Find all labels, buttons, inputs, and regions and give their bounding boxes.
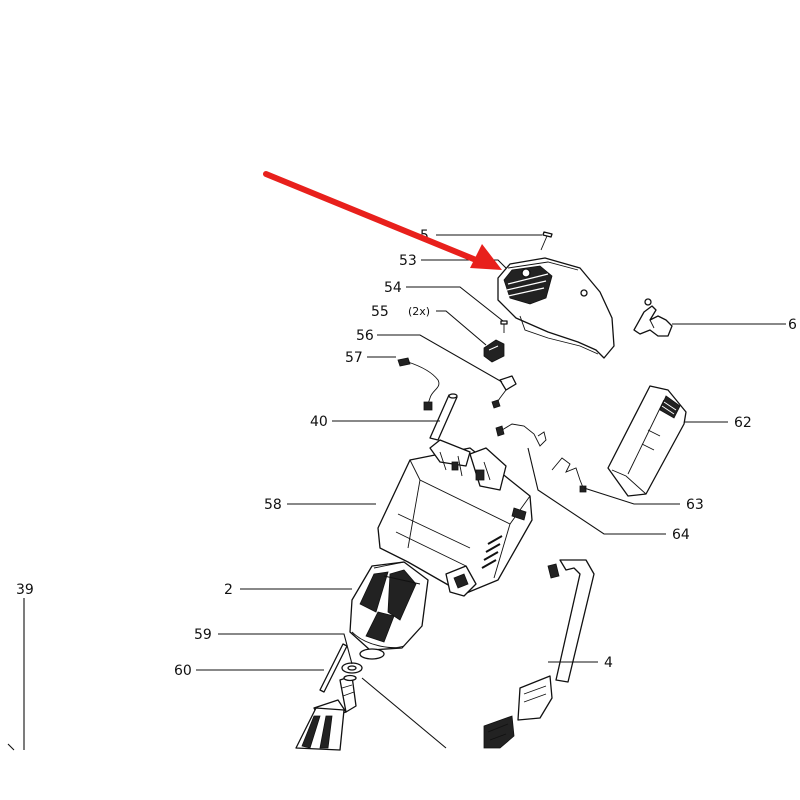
part-58-motor-housing <box>377 439 533 597</box>
part-62-battery-pack <box>607 385 687 497</box>
housing-top-components <box>429 439 507 491</box>
part-56-connector <box>491 375 517 409</box>
callout-4: 4 <box>604 655 613 671</box>
battery-terminal-ribs <box>659 395 681 419</box>
part-57-wire-harness <box>397 357 440 411</box>
part-53-top-cover <box>497 257 615 359</box>
part-5-screw <box>540 231 553 251</box>
callout-58: 58 <box>264 497 282 513</box>
part-4-cable <box>483 559 595 749</box>
callout-60: 60 <box>174 663 192 679</box>
callout-55-quantity: (2x) <box>408 305 430 318</box>
part-59-washer <box>341 662 363 674</box>
callout-59: 59 <box>194 627 212 643</box>
housing-vents <box>481 507 527 569</box>
callout-2: 2 <box>224 582 233 598</box>
part-40-pin <box>429 393 458 441</box>
callout-53: 53 <box>399 253 417 269</box>
callout-64: 64 <box>672 527 690 543</box>
callout-63: 63 <box>686 497 704 513</box>
part-2-motor <box>349 561 429 660</box>
highlight-arrow-head <box>470 244 502 270</box>
part-54-screw <box>500 320 508 333</box>
housing-bottom-boss <box>445 565 477 597</box>
cover-vent-grille <box>503 265 553 305</box>
callout-57: 57 <box>345 350 363 366</box>
callout-54: 54 <box>384 280 402 296</box>
part-55-clip <box>483 339 505 363</box>
highlight-arrow <box>263 171 502 270</box>
part-6-switch-trigger <box>633 298 673 337</box>
callout-6: 6 <box>788 317 797 333</box>
callout-40: 40 <box>310 414 328 430</box>
leader-lines <box>7 234 786 751</box>
spindle-assembly <box>295 674 357 751</box>
callout-56: 56 <box>356 328 374 344</box>
highlight-arrow-shaft <box>263 171 479 263</box>
callout-55: 55 <box>371 304 389 320</box>
callout-62: 62 <box>734 415 752 431</box>
part-63-spring-contact <box>551 457 587 493</box>
callout-39: 39 <box>16 582 34 598</box>
part-64-wire-clip <box>495 423 547 447</box>
